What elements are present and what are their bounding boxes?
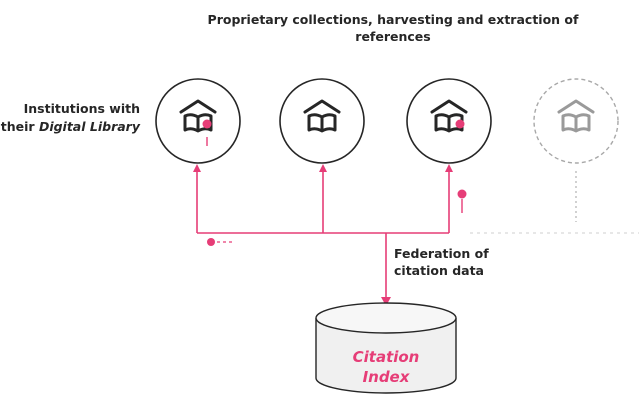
library-node-3 xyxy=(406,78,492,164)
citation-index-database: Citation Index xyxy=(315,302,457,394)
cylinder-body xyxy=(315,318,457,394)
institutions-label-italic: Digital Library xyxy=(39,119,141,134)
header-line-1: Proprietary collections, harvesting and … xyxy=(208,12,579,27)
institutions-label-line-1: Institutions with xyxy=(24,101,140,116)
federation-label-line-1: Federation of xyxy=(394,246,489,261)
library-dot-3 xyxy=(455,119,465,129)
institutions-label-prefix: their xyxy=(1,119,39,134)
arrowhead-library-2 xyxy=(319,164,327,172)
header-line-2: references xyxy=(355,29,430,44)
federation-label-line-2: citation data xyxy=(394,263,484,278)
institutions-label-line-2: their Digital Library xyxy=(1,119,141,134)
flow-markers xyxy=(207,189,467,246)
arrowhead-library-3 xyxy=(445,164,453,172)
arrowheads xyxy=(193,164,453,306)
arrowhead-index xyxy=(381,297,391,306)
library-node-2 xyxy=(279,78,365,164)
cylinder-top xyxy=(315,302,457,334)
citation-index-label-line-1: Citation xyxy=(353,348,420,366)
library-node-4-faded xyxy=(533,78,619,164)
library-node-1 xyxy=(155,78,241,164)
library-dot-1 xyxy=(202,119,212,129)
marker-dot-right xyxy=(457,189,467,199)
marker-dot-left xyxy=(207,238,215,246)
connector-lines xyxy=(196,171,450,298)
arrowhead-library-1 xyxy=(193,164,201,172)
citation-index-label-line-2: Index xyxy=(363,368,411,386)
